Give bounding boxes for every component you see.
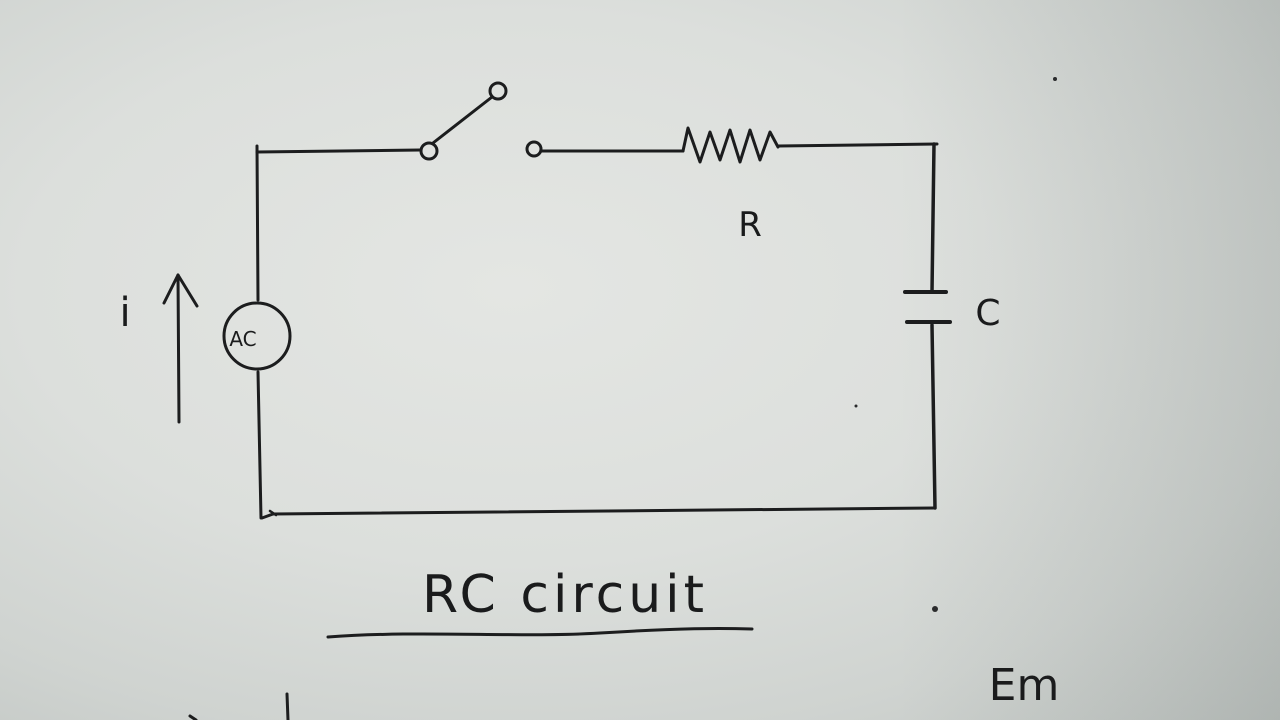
paper-marks: [188, 77, 1057, 720]
title-underline: [326, 626, 754, 639]
capacitor-icon: [903, 290, 952, 324]
diagram-title: RC circuit: [422, 565, 708, 625]
resistor-label: R: [738, 205, 762, 245]
wire-top-left: [255, 148, 422, 154]
current-label: i: [119, 290, 130, 336]
wire-top-right: [776, 142, 939, 148]
switch-icon: [419, 81, 543, 161]
capacitor-label: C: [975, 293, 1000, 334]
wire-bottom: [260, 506, 937, 520]
current-arrow-icon: [162, 273, 199, 424]
wire-right: [930, 142, 937, 510]
em-label: Em: [989, 660, 1060, 711]
resistor-icon: [681, 126, 780, 164]
ac-source-icon: [222, 301, 292, 371]
wire-left: [255, 144, 263, 520]
ac-source-label: AC: [229, 327, 256, 351]
